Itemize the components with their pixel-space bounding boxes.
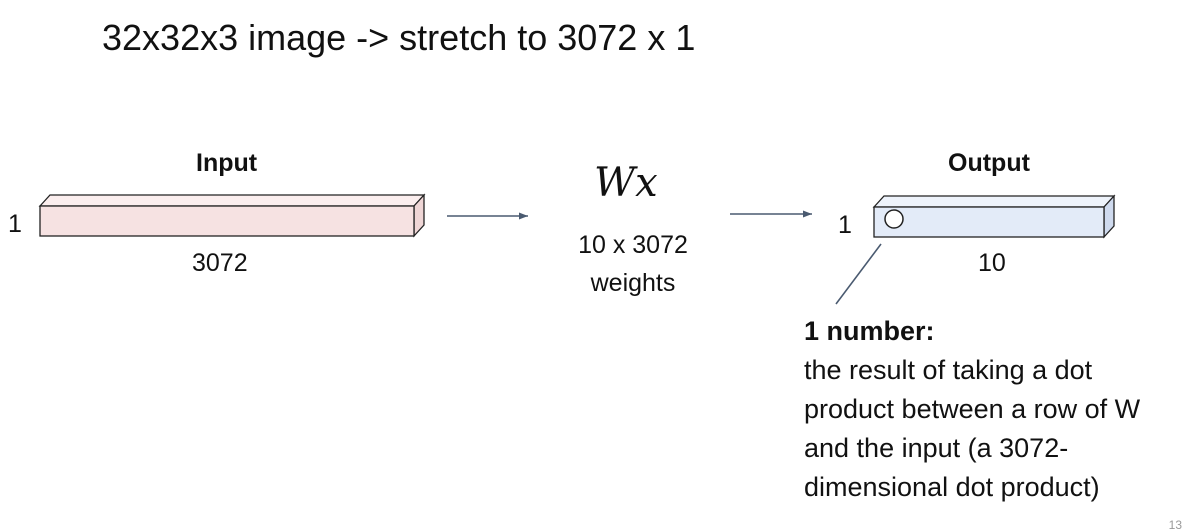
annotation-line: the result of taking a dot (804, 355, 1093, 385)
annotation-line: product between a row of W (804, 394, 1141, 424)
page-number: 13 (1168, 518, 1182, 532)
annotation-heading: 1 number: (804, 316, 935, 346)
weights-dimension: 10 x 3072 (578, 231, 688, 259)
input-height-label: 1 (8, 210, 22, 238)
circle-icon (884, 209, 904, 229)
output-vector-bar (872, 194, 1116, 239)
weights-word: weights (590, 269, 676, 297)
input-vector-bar (38, 193, 426, 238)
input-bar-front (39, 205, 415, 237)
formula-wx: Wx (594, 160, 658, 206)
output-width-label: 10 (978, 249, 1006, 277)
input-label: Input (196, 149, 258, 177)
output-bar-front (873, 206, 1105, 238)
annotation-line: and the input (a 3072- (804, 433, 1069, 463)
weights-caption: 10 x 3072 weights (553, 226, 713, 302)
slide-title: 32x32x3 image -> stretch to 3072 x 1 (102, 17, 696, 58)
annotation-note: 1 number: the result of taking a dot pro… (804, 312, 1189, 507)
output-label: Output (948, 149, 1030, 177)
annotation-pointer-line (835, 243, 882, 305)
annotation-line: dimensional dot product) (804, 472, 1100, 502)
output-bar-top (872, 195, 1116, 208)
output-height-label: 1 (838, 211, 852, 239)
input-width-label: 3072 (192, 249, 248, 277)
input-bar-top (38, 194, 426, 207)
